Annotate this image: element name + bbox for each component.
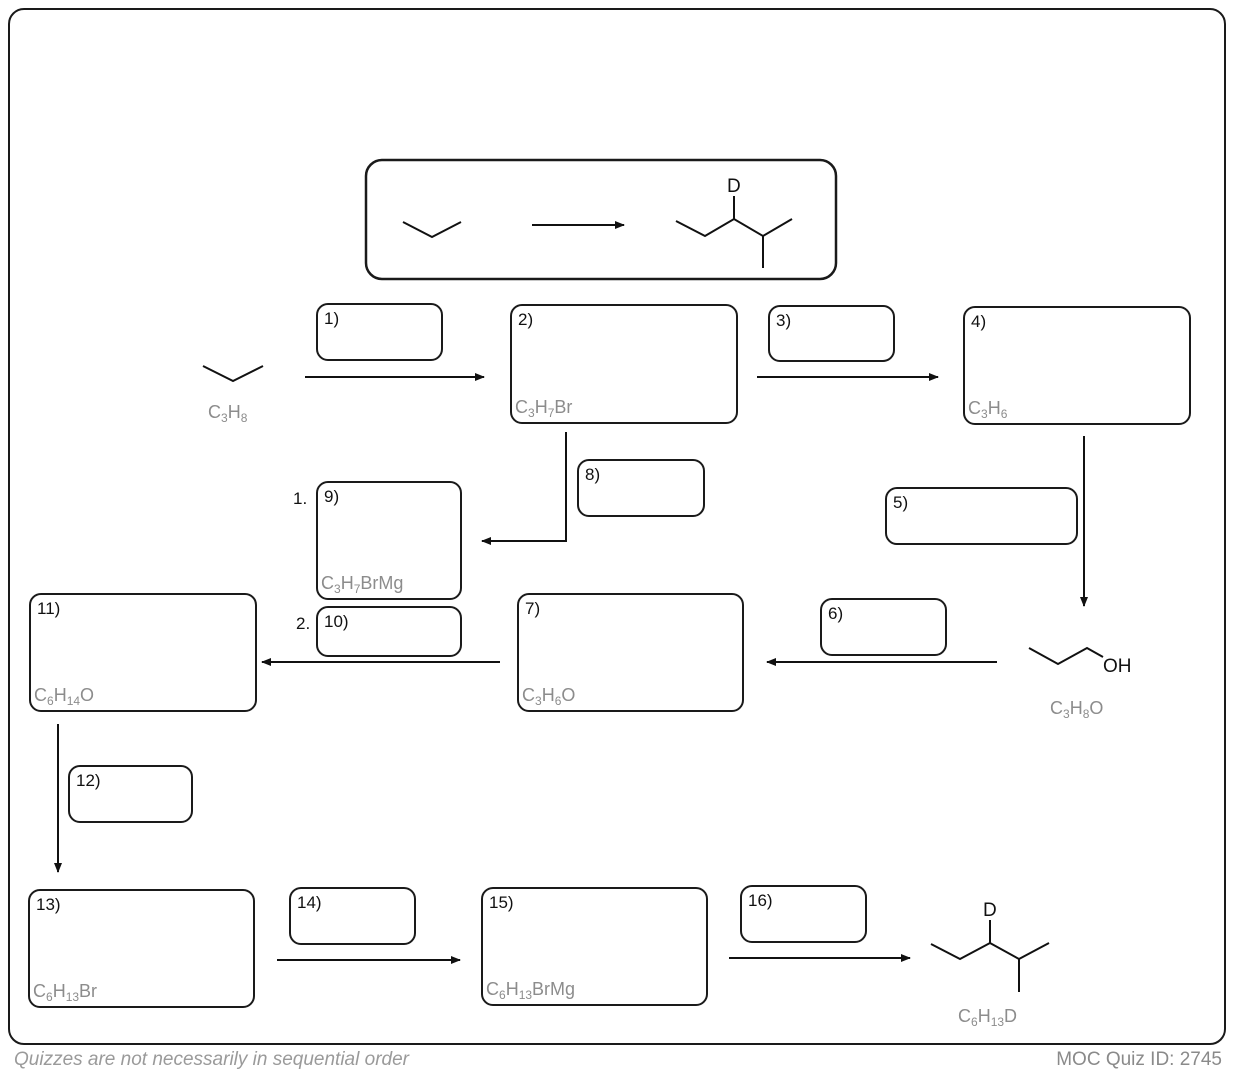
- step-prefix-1: 1.: [293, 489, 308, 508]
- product-box-7[interactable]: 7) C3H6O: [517, 593, 744, 712]
- formula-propane: C3H8: [208, 402, 248, 425]
- reagent-box-12[interactable]: 12): [68, 765, 193, 823]
- step-prefix-2: 2.: [296, 614, 311, 633]
- step-number: 5): [893, 493, 909, 512]
- reagent-box-3[interactable]: 3): [768, 305, 895, 362]
- quiz-frame: [8, 8, 1226, 1045]
- step-number: 2): [518, 310, 534, 329]
- formula-label: C3H7Br: [515, 397, 573, 420]
- reagent-box-14[interactable]: 14): [289, 887, 416, 945]
- step-number: 3): [776, 311, 792, 330]
- product-box-15[interactable]: 15) C6H13BrMg: [481, 887, 708, 1006]
- step-number: 1): [324, 309, 340, 328]
- formula-label: C3H6O: [522, 685, 576, 708]
- product-box-9[interactable]: 9) C3H7BrMg: [316, 481, 462, 600]
- formula-propanol: C3H8O: [1050, 698, 1104, 721]
- step-number: 12): [76, 771, 101, 790]
- overview-deuterium-label: D: [727, 176, 741, 197]
- final-product-structure: [930, 920, 1050, 992]
- formula-final-product: C6H13D: [958, 1006, 1018, 1029]
- product-box-2[interactable]: 2) C3H7Br: [510, 304, 738, 424]
- reagent-box-6[interactable]: 6): [820, 598, 947, 656]
- step-number: 4): [971, 312, 987, 331]
- step-number: 8): [585, 465, 601, 484]
- product-box-13[interactable]: 13) C6H13Br: [28, 889, 255, 1008]
- formula-label: C6H13BrMg: [486, 979, 576, 1002]
- step-number: 10): [324, 612, 349, 631]
- step-number: 15): [489, 893, 514, 912]
- quiz-id: MOC Quiz ID: 2745: [1056, 1049, 1222, 1070]
- step-number: 9): [324, 487, 340, 506]
- step-number: 7): [525, 599, 541, 618]
- reagent-box-10[interactable]: 10): [316, 606, 462, 657]
- overview-box: [364, 158, 838, 281]
- step-number: 6): [828, 604, 844, 623]
- formula-label: C6H13Br: [33, 981, 98, 1004]
- footer-note: Quizzes are not necessarily in sequentia…: [14, 1049, 409, 1070]
- step-number: 14): [297, 893, 322, 912]
- propane-structure: [202, 365, 264, 383]
- final-deuterium-label: D: [983, 900, 997, 921]
- reagent-box-8[interactable]: 8): [577, 459, 705, 517]
- product-box-4[interactable]: 4) C3H6: [963, 306, 1191, 425]
- step-number: 16): [748, 891, 773, 910]
- hydroxyl-label: OH: [1103, 656, 1132, 677]
- reagent-box-5[interactable]: 5): [885, 487, 1078, 545]
- formula-label: C3H6: [968, 398, 1008, 421]
- formula-label: C6H14O: [34, 685, 95, 708]
- arrow-8: [481, 432, 567, 545]
- propanol-structure: [1028, 646, 1104, 666]
- reagent-box-16[interactable]: 16): [740, 885, 867, 943]
- overview-product: [675, 196, 793, 268]
- overview-propane: [402, 221, 462, 239]
- step-number: 13): [36, 895, 61, 914]
- step-number: 11): [37, 599, 61, 618]
- reagent-box-1[interactable]: 1): [316, 303, 443, 361]
- product-box-11[interactable]: 11) C6H14O: [29, 593, 257, 712]
- formula-label: C3H7BrMg: [321, 573, 404, 596]
